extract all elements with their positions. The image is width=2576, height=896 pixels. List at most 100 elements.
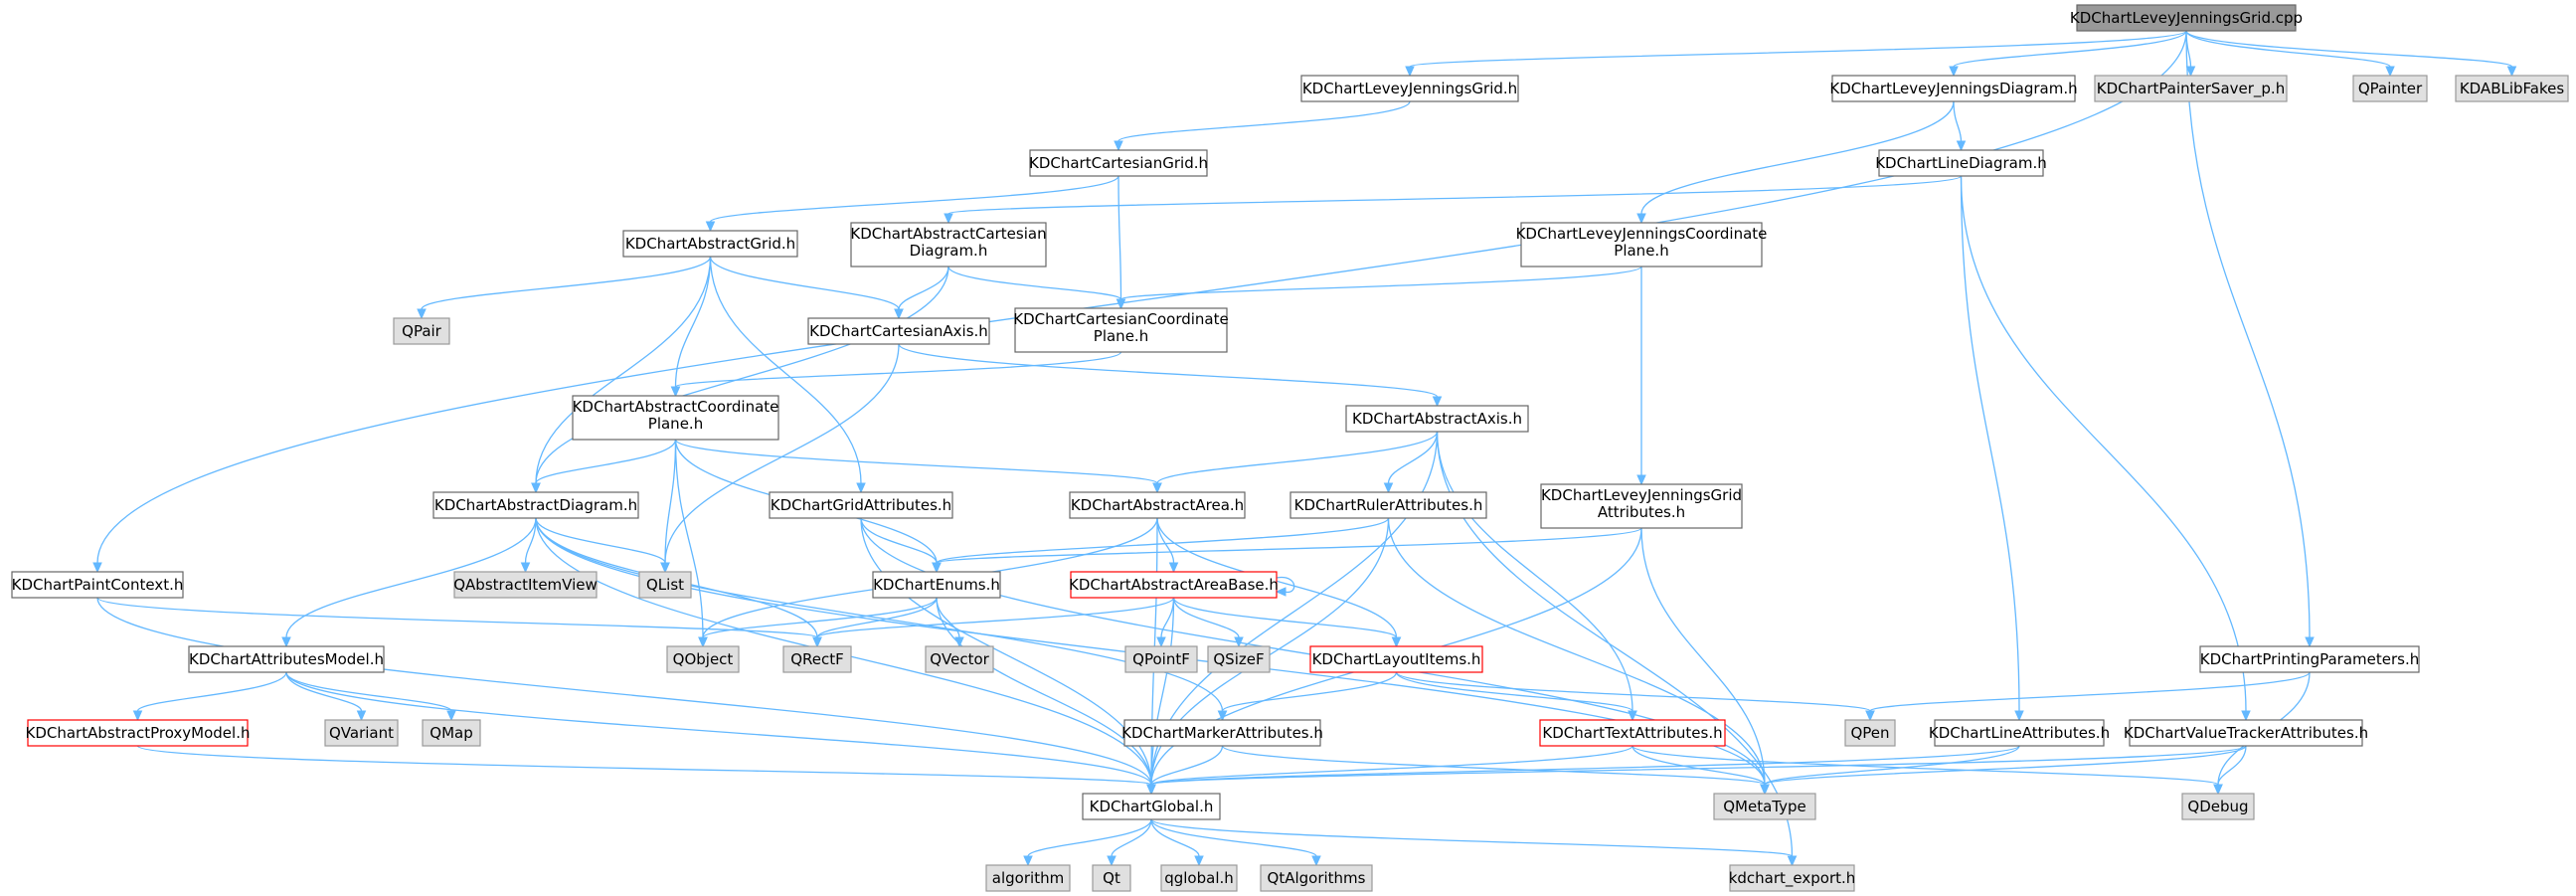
node-label: qglobal.h <box>1164 869 1234 887</box>
node-label: QVariant <box>329 724 394 742</box>
edge-lvj_coord-to-cart_coord <box>1116 266 1642 310</box>
node-kdchart-export[interactable]: kdchart_export.h <box>1729 864 1856 892</box>
edge-marker_attr-to-qmetatype <box>1221 745 1770 796</box>
node-label: KDChartAbstractCartesian <box>850 225 1046 243</box>
node-value-tracker[interactable]: KDChartValueTrackerAttributes.h <box>2124 719 2368 747</box>
node-label: KDChartTextAttributes.h <box>1542 724 1722 742</box>
node-abs-axis[interactable]: KDChartAbstractAxis.h <box>1345 405 1529 433</box>
edge-cart_grid-to-abs_grid <box>705 175 1119 233</box>
node-global[interactable]: KDChartGlobal.h <box>1082 793 1221 820</box>
edge-root-to-qpainter <box>2185 30 2395 78</box>
node-qglobal[interactable]: qglobal.h <box>1160 864 1238 892</box>
node-algorithm[interactable]: algorithm <box>985 864 1071 892</box>
node-abs-diag[interactable]: KDChartAbstractDiagram.h <box>432 491 639 519</box>
node-qpointf[interactable]: QPointF <box>1124 645 1198 673</box>
node-box <box>1124 645 1198 673</box>
node-enums[interactable]: KDChartEnums.h <box>872 571 1001 599</box>
node-abs-grid[interactable]: KDChartAbstractGrid.h <box>622 230 798 258</box>
nodes-layer: KDChartLeveyJenningsGrid.cppKDChartLevey… <box>11 4 2569 892</box>
edge-abs_grid-to-qpair <box>417 256 712 320</box>
node-ruler-attr[interactable]: KDChartRulerAttributes.h <box>1289 491 1487 519</box>
edge-layout_items-to-marker_attr <box>1217 671 1398 722</box>
node-qpair[interactable]: QPair <box>393 317 450 345</box>
node-box <box>2199 645 2420 673</box>
node-text-attr[interactable]: KDChartTextAttributes.h <box>1539 719 1726 747</box>
node-box <box>1729 864 1855 892</box>
node-label: KDChartAbstractDiagram.h <box>434 496 637 514</box>
node-layout-items[interactable]: KDChartLayoutItems.h <box>1309 645 1483 673</box>
node-line-attr[interactable]: KDChartLineAttributes.h <box>1929 719 2110 747</box>
node-box <box>782 645 852 673</box>
node-box <box>572 395 779 441</box>
edge-enums-to-global <box>936 597 1156 796</box>
edge-abs_area-to-abs_area_base <box>1156 517 1179 574</box>
edge-paint_ctx-to-global <box>96 597 1156 796</box>
node-qabs-item-view[interactable]: QAbstractItemView <box>453 571 598 599</box>
node-abs-proxy[interactable]: KDChartAbstractProxyModel.h <box>26 719 251 747</box>
node-line-diag[interactable]: KDChartLineDiagram.h <box>1875 149 2047 177</box>
node-qtalgorithms[interactable]: QtAlgorithms <box>1260 864 1373 892</box>
edge-lvj_coord-to-lvj_grid_attr <box>1636 267 1646 486</box>
node-box <box>1878 149 2044 177</box>
edge-layout_items-to-text_attr <box>1395 671 1637 722</box>
node-root[interactable]: KDChartLeveyJenningsGrid.cpp <box>2070 4 2303 32</box>
node-qvector[interactable]: QVector <box>925 645 994 673</box>
node-label: KDChartGlobal.h <box>1090 798 1214 815</box>
node-qpainter[interactable]: QPainter <box>2352 75 2428 102</box>
edge-text_attr-to-qdebug <box>1631 745 2223 796</box>
node-label: Plane.h <box>1614 242 1668 260</box>
node-qt[interactable]: Qt <box>1092 864 1131 892</box>
node-box <box>1069 491 1246 519</box>
node-box <box>2352 75 2428 102</box>
node-box <box>638 571 692 599</box>
node-lvjdiag-h[interactable]: KDChartLeveyJenningsDiagram.h <box>1829 75 2078 102</box>
node-box <box>1309 645 1483 673</box>
node-marker-attr[interactable]: KDChartMarkerAttributes.h <box>1121 719 1323 747</box>
node-qdebug[interactable]: QDebug <box>2181 793 2255 820</box>
edge-cart_grid-to-cart_coord <box>1116 175 1126 310</box>
node-cart-axis[interactable]: KDChartCartesianAxis.h <box>807 317 990 345</box>
edge-abs_area_base-to-abs_area_base <box>1275 576 1295 597</box>
node-qrectf[interactable]: QRectF <box>782 645 852 673</box>
node-label: KDChartCartesianAxis.h <box>809 322 988 340</box>
edge-abs_area_base-to-layout_items <box>1172 597 1402 648</box>
node-qsizef[interactable]: QSizeF <box>1207 645 1271 673</box>
node-box <box>666 645 740 673</box>
node-box <box>393 317 450 345</box>
node-qvariant[interactable]: QVariant <box>324 719 399 747</box>
node-box <box>2181 793 2255 820</box>
node-paint-ctx[interactable]: KDChartPaintContext.h <box>11 571 184 599</box>
edge-abs_coord-to-abs_diag <box>531 439 677 494</box>
node-grid-attr[interactable]: KDChartGridAttributes.h <box>769 491 953 519</box>
node-abs-area-base[interactable]: KDChartAbstractAreaBase.h <box>1069 571 1279 599</box>
node-label: Plane.h <box>1094 327 1148 345</box>
node-box <box>2129 719 2363 747</box>
node-printing-params[interactable]: KDChartPrintingParameters.h <box>2199 645 2420 673</box>
node-box <box>453 571 598 599</box>
node-box <box>1260 864 1373 892</box>
node-label: algorithm <box>992 869 1064 887</box>
edge-global-to-qglobal <box>1150 818 1204 867</box>
edge-root-to-kdablibfakes <box>2185 30 2517 78</box>
node-lvjgrid-h[interactable]: KDChartLeveyJenningsGrid.h <box>1300 75 1519 102</box>
node-box <box>11 571 184 599</box>
node-qmap[interactable]: QMap <box>422 719 481 747</box>
node-qobject[interactable]: QObject <box>666 645 740 673</box>
edge-lvjgrid_h-to-cart_grid <box>1114 100 1411 152</box>
edge-printing_params-to-qpen <box>1865 671 2311 722</box>
node-qlist[interactable]: QList <box>638 571 692 599</box>
node-box <box>1207 645 1271 673</box>
node-kdablibfakes[interactable]: KDABLibFakes <box>2455 75 2569 102</box>
node-abs-area[interactable]: KDChartAbstractArea.h <box>1069 491 1246 519</box>
node-qpen[interactable]: QPen <box>1844 719 1896 747</box>
node-attr-model[interactable]: KDChartAttributesModel.h <box>188 645 385 673</box>
node-painter-saver[interactable]: KDChartPainterSaver_p.h <box>2094 75 2288 102</box>
node-label: KDChartAbstractAxis.h <box>1352 410 1522 428</box>
node-cart-grid[interactable]: KDChartCartesianGrid.h <box>1029 149 1208 177</box>
node-qmetatype[interactable]: QMetaType <box>1713 793 1816 820</box>
